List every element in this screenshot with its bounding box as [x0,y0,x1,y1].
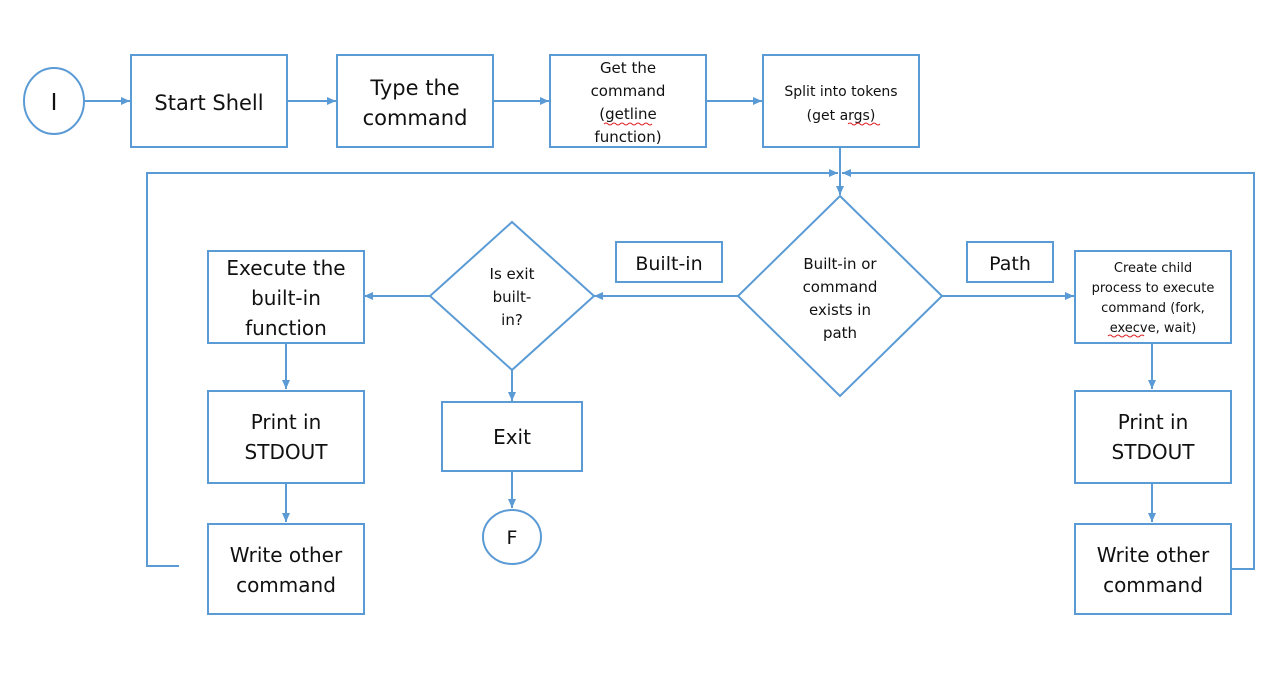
node-start-label: I [51,90,58,116]
node-get-command-line1: Get the [600,59,656,77]
node-get-command-line4: function) [594,128,661,146]
node-write-left: Write other command [207,523,365,615]
node-write-right-line1: Write other [1097,543,1210,567]
edge-label-builtin-text: Built-in [635,253,702,275]
node-decision-exit-line2: built- [493,288,532,306]
node-start-shell-label: Start Shell [154,91,263,115]
node-start-shell: Start Shell [130,54,288,148]
node-print-left-line2: STDOUT [245,440,329,464]
node-decision-main-line4: path [823,324,857,342]
edge-left-loop [146,169,838,567]
node-exit-label: Exit [493,425,531,449]
node-split-tokens: Split into tokens (get args) [762,54,920,148]
node-start: I [23,67,85,135]
node-type-command-line1: Type the [369,76,459,100]
node-decision-main: Built-in or command exists in path [736,194,944,398]
node-type-command: Type the command [336,54,494,148]
node-print-left-line1: Print in [251,410,322,434]
node-print-left: Print in STDOUT [207,390,365,484]
node-decision-main-line2: command [803,278,878,296]
node-write-left-line1: Write other [230,543,343,567]
edges [85,97,1255,570]
node-get-command-line3: (getline [599,105,657,123]
spellcheck-underline [1107,334,1145,338]
node-type-command-line2: command [363,106,468,130]
node-create-child-line4: execve, wait) [1110,321,1197,336]
node-decision-exit: Is exit built- in? [428,220,596,372]
node-write-right: Write other command [1074,523,1232,615]
spellcheck-underline [603,122,653,126]
spellcheck-underline [847,122,881,126]
node-execute-builtin-line3: function [245,316,327,340]
node-create-child-line3: command (fork, [1101,301,1205,316]
node-exit: Exit [441,401,583,472]
node-end-label: F [507,527,518,549]
node-decision-main-line3: exists in [809,301,871,319]
node-print-right-line2: STDOUT [1112,440,1196,464]
node-write-left-line2: command [236,573,336,597]
node-create-child: Create child process to execute command … [1074,250,1232,344]
edge-label-path: Path [966,241,1054,283]
node-create-child-line1: Create child [1114,261,1192,276]
node-split-tokens-line2: (get args) [807,108,876,124]
node-decision-exit-line3: in? [501,311,523,329]
edge-right-loop [842,169,1255,570]
node-print-right: Print in STDOUT [1074,390,1232,484]
node-decision-main-line1: Built-in or [803,255,877,273]
edge-label-builtin: Built-in [615,241,723,283]
node-get-command-line2: command [591,82,666,100]
node-write-right-line2: command [1103,573,1203,597]
node-create-child-line2: process to execute [1092,281,1215,296]
node-print-right-line1: Print in [1118,410,1189,434]
node-get-command: Get the command (getline function) [549,54,707,148]
node-split-tokens-line1: Split into tokens [784,84,897,100]
node-execute-builtin-line1: Execute the [226,256,345,280]
node-execute-builtin-line2: built-in [251,286,321,310]
node-decision-exit-line1: Is exit [490,265,535,283]
edge-label-path-text: Path [989,253,1031,275]
node-end: F [482,509,542,565]
node-execute-builtin: Execute the built-in function [207,250,365,344]
